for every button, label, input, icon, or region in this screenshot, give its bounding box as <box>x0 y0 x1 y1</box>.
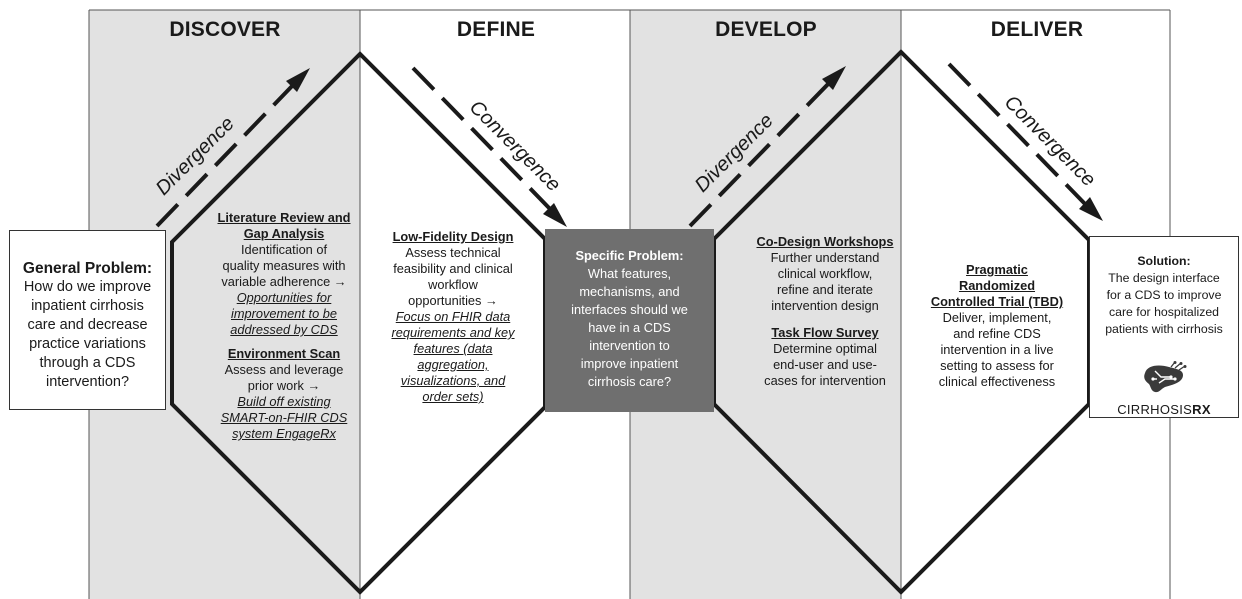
env-scan-line-1: Assess and leverage <box>224 362 344 377</box>
specific-line-1: What features, <box>587 266 672 281</box>
pragmatic-heading-1: Pragmatic <box>966 262 1028 277</box>
env-scan-italic-3: system EngageRx <box>232 426 336 441</box>
specific-line-6: improve inpatient <box>580 356 679 371</box>
arrowhead-divergence-1 <box>286 68 310 92</box>
task-flow-heading: Task Flow Survey <box>771 325 879 340</box>
co-design-line-4: intervention design <box>771 298 879 313</box>
define-line-2: feasibility and clinical <box>393 261 513 276</box>
cirrhosisrx-logo: CIRRHOSISRX <box>1090 361 1238 418</box>
define-text: Low-Fidelity Design Assess technical fea… <box>374 229 532 405</box>
develop-text: Co-Design Workshops Further understand c… <box>741 234 909 389</box>
solution-line-1: The design interface <box>1108 271 1220 285</box>
specific-line-2: mechanisms, and <box>579 284 680 299</box>
define-italic-5: visualizations, and <box>400 373 506 388</box>
phase-title-deliver: DELIVER <box>990 18 1084 41</box>
brand-name-a: CIRRHOSIS <box>1117 402 1193 417</box>
define-line-1: Assess technical <box>405 245 501 260</box>
define-line-4: opportunities → <box>408 293 498 308</box>
arrowhead-convergence-2 <box>1079 197 1103 221</box>
general-problem-title: General Problem: <box>22 260 153 277</box>
lit-review-heading-2: Gap Analysis <box>243 226 325 241</box>
arrow-convergence-2 <box>947 62 1090 209</box>
task-flow-line-1: Determine optimal <box>773 341 877 356</box>
deliver-line-4: setting to assess for <box>940 358 1054 373</box>
co-design-heading: Co-Design Workshops <box>756 234 894 249</box>
specific-problem-title: Specific Problem: <box>575 248 684 263</box>
lit-review-italic-1: Opportunities for <box>236 290 332 305</box>
specific-line-4: have in a CDS <box>588 320 671 335</box>
discover-text: Literature Review and Gap Analysis Ident… <box>200 210 368 442</box>
specific-line-7: cirrhosis care? <box>587 374 672 389</box>
arrow-divergence-2 <box>688 78 834 228</box>
task-flow-line-2: end-user and use- <box>773 357 877 372</box>
co-design-line-3: refine and iterate <box>776 282 874 297</box>
solution-line-2: for a CDS to improve <box>1106 288 1222 302</box>
arrow-divergence-1 <box>155 80 298 228</box>
env-scan-heading: Environment Scan <box>227 346 341 361</box>
phase-title-define: DEFINE <box>456 18 536 41</box>
lit-review-heading-1: Literature Review and <box>217 210 351 225</box>
arrowhead-divergence-2 <box>822 66 846 90</box>
solution-title: Solution: <box>1137 254 1191 268</box>
lit-review-italic-3: addressed by CDS <box>230 322 338 337</box>
solution-line-3: care for hospitalized <box>1108 305 1220 319</box>
lit-review-line-2: quality measures with <box>222 258 346 273</box>
deliver-line-1: Deliver, implement, <box>942 310 1052 325</box>
specific-line-3: interfaces should we <box>571 302 688 317</box>
solution-box: Solution: The design interface for a CDS… <box>1089 236 1239 418</box>
lit-review-line-1: Identification of <box>240 242 328 257</box>
low-fidelity-heading: Low-Fidelity Design <box>392 229 514 244</box>
column-borders <box>88 9 1171 599</box>
pragmatic-heading-2: Randomized <box>958 278 1036 293</box>
co-design-line-1: Further understand <box>770 250 880 265</box>
brand-name-b: RX <box>1192 402 1211 417</box>
phase-title-develop: DEVELOP <box>715 18 817 41</box>
define-italic-6: order sets) <box>422 389 484 404</box>
arrowhead-convergence-1 <box>543 203 567 227</box>
specific-line-5: intervention to <box>589 338 670 353</box>
env-scan-italic-2: SMART-on-FHIR CDS <box>220 410 348 425</box>
task-flow-line-3: cases for intervention <box>764 373 886 388</box>
specific-problem-box: Specific Problem: What features, mechani… <box>545 229 714 412</box>
general-problem-box: General Problem: How do we improve inpat… <box>9 230 166 410</box>
deliver-line-3: intervention in a live <box>940 342 1054 357</box>
define-line-3: workflow <box>428 277 478 292</box>
solution-line-4: patients with cirrhosis <box>1105 322 1223 336</box>
liver-circuit-icon <box>1144 361 1187 393</box>
define-italic-2: requirements and key <box>391 325 515 340</box>
deliver-line-2: and refine CDS <box>953 326 1041 341</box>
lit-review-line-3: variable adherence → <box>221 274 347 289</box>
deliver-text: Pragmatic Randomized Controlled Trial (T… <box>918 262 1076 390</box>
brand-name: CIRRHOSISRX <box>1090 401 1238 418</box>
define-italic-1: Focus on FHIR data <box>395 309 511 324</box>
define-italic-3: features (data <box>413 341 493 356</box>
env-scan-line-2: prior work → <box>247 378 321 393</box>
general-problem-body: How do we improve inpatient cirrhosis ca… <box>23 279 152 390</box>
env-scan-italic-1: Build off existing <box>237 394 331 409</box>
lit-review-italic-2: improvement to be <box>231 306 337 321</box>
define-italic-4: aggregation, <box>417 357 489 372</box>
co-design-line-2: clinical workflow, <box>777 266 873 281</box>
deliver-line-5: clinical effectiveness <box>938 374 1056 389</box>
phase-title-discover: DISCOVER <box>169 18 281 41</box>
arrow-convergence-1 <box>411 66 555 214</box>
pragmatic-heading-3: Controlled Trial (TBD) <box>930 294 1064 309</box>
